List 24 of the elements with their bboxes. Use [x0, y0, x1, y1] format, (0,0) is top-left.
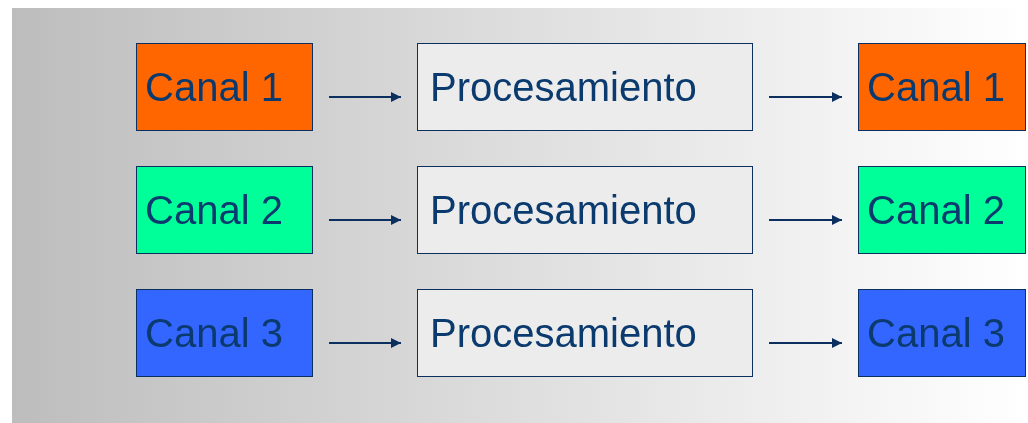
box-label: Canal 3 — [145, 310, 283, 356]
box-label: Canal 1 — [867, 64, 1005, 110]
channel-box — [858, 289, 1026, 377]
process-box — [417, 43, 753, 131]
channel-box — [858, 166, 1026, 254]
arrow — [768, 338, 843, 348]
box-label: Canal 2 — [145, 187, 283, 233]
process-box — [417, 289, 753, 377]
arrow — [768, 92, 843, 102]
box-label: Canal 3 — [867, 310, 1005, 356]
arrow — [768, 215, 843, 225]
box-label: Procesamiento — [430, 310, 697, 356]
channel-box — [858, 43, 1026, 131]
arrow — [328, 338, 402, 348]
box-label: Canal 2 — [867, 187, 1005, 233]
box-label: Procesamiento — [430, 64, 697, 110]
channel-box — [136, 289, 313, 377]
box-label: Canal 1 — [145, 64, 283, 110]
box-label: Procesamiento — [430, 187, 697, 233]
channel-box — [136, 166, 313, 254]
process-box — [417, 166, 753, 254]
channel-box — [136, 43, 313, 131]
arrow — [328, 92, 402, 102]
arrow — [328, 215, 402, 225]
